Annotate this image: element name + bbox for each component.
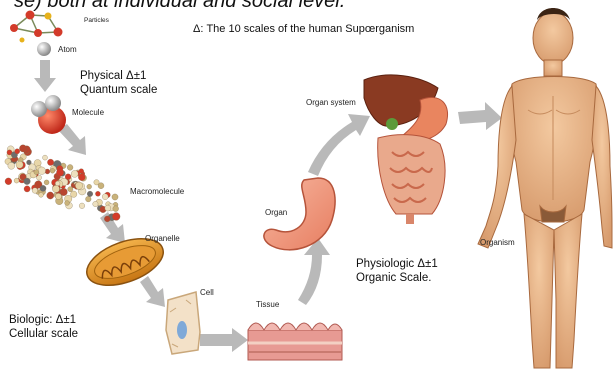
macromolecule-bead bbox=[65, 174, 71, 180]
molecule-illustration bbox=[31, 95, 66, 134]
label-cell: Cell bbox=[200, 288, 214, 297]
label-organ-system: Organ system bbox=[306, 98, 356, 107]
particles-network bbox=[10, 11, 63, 43]
note-physiologic: Physiologic Δ±1 Organic Scale. bbox=[356, 257, 438, 285]
macromolecule-bead bbox=[87, 184, 92, 189]
macromolecule-bead bbox=[67, 165, 73, 171]
arrow-atom-molecule bbox=[34, 60, 56, 92]
macromolecule-bead bbox=[56, 169, 63, 176]
macromolecule-bead bbox=[102, 194, 108, 200]
macromolecule-bead bbox=[32, 188, 38, 194]
macromolecule-bead bbox=[44, 180, 49, 185]
macromolecule-bead bbox=[15, 149, 20, 154]
macromolecule-bead bbox=[60, 188, 67, 195]
macromolecule-bead bbox=[19, 145, 26, 152]
tissue-illustration bbox=[248, 323, 342, 360]
macromolecule-bead bbox=[50, 168, 55, 173]
macromolecule-bead bbox=[104, 216, 110, 222]
label-macromolecule: Macromolecule bbox=[130, 187, 184, 196]
macromolecule-illustration bbox=[5, 145, 120, 222]
macromolecule-bead bbox=[55, 193, 61, 199]
macromolecule-bead bbox=[40, 185, 46, 191]
label-atom: Atom bbox=[58, 45, 77, 54]
macromolecule-bead bbox=[113, 206, 119, 212]
macromolecule-bead bbox=[5, 178, 12, 185]
label-organ: Organ bbox=[265, 208, 287, 217]
note-biologic-line1: Biologic: Δ±1 bbox=[9, 313, 78, 327]
macromolecule-bead bbox=[112, 213, 120, 221]
arrow-system-organism bbox=[458, 102, 502, 130]
note-physical: Physical Δ±1 Quantum scale bbox=[80, 69, 157, 97]
macromolecule-bead bbox=[65, 201, 70, 206]
macromolecule-bead bbox=[52, 185, 59, 192]
macromolecule-bead bbox=[14, 178, 19, 183]
arrow-organelle-cell bbox=[140, 276, 165, 307]
macromolecule-bead bbox=[27, 160, 32, 165]
label-molecule: Molecule bbox=[72, 108, 104, 117]
label-organelle: Organelle bbox=[145, 234, 180, 243]
macromolecule-bead bbox=[86, 196, 92, 202]
note-biologic-line2: Cellular scale bbox=[9, 327, 78, 341]
organ-system-illustration bbox=[364, 75, 448, 224]
macromolecule-bead bbox=[75, 182, 82, 189]
organism-figure bbox=[478, 8, 612, 368]
arrow-organ-system bbox=[308, 114, 370, 176]
macromolecule-bead bbox=[105, 205, 111, 211]
macromolecule-bead bbox=[68, 187, 73, 192]
label-particles: Particles bbox=[84, 17, 109, 24]
arrow-cell-tissue bbox=[200, 328, 248, 352]
macromolecule-bead bbox=[93, 201, 98, 206]
macromolecule-bead bbox=[98, 183, 104, 189]
note-biologic: Biologic: Δ±1 Cellular scale bbox=[9, 313, 78, 341]
macromolecule-bead bbox=[47, 192, 54, 199]
macromolecule-bead bbox=[79, 203, 85, 209]
macromolecule-bead bbox=[71, 170, 78, 177]
note-physiologic-line1: Physiologic Δ±1 bbox=[356, 257, 438, 271]
macromolecule-bead bbox=[24, 186, 30, 192]
note-physical-line2: Quantum scale bbox=[80, 83, 157, 97]
macromolecule-bead bbox=[71, 191, 77, 197]
macromolecule-bead bbox=[79, 169, 84, 174]
macromolecule-bead bbox=[24, 178, 31, 185]
label-tissue: Tissue bbox=[256, 300, 279, 309]
macromolecule-bead bbox=[34, 170, 39, 175]
macromolecule-bead bbox=[87, 191, 93, 197]
macromolecule-bead bbox=[16, 161, 23, 168]
macromolecule-bead bbox=[8, 162, 15, 169]
macromolecule-bead bbox=[39, 193, 44, 198]
macromolecule-bead bbox=[47, 159, 53, 165]
label-organism: Organism bbox=[480, 238, 515, 247]
atom-sphere bbox=[37, 42, 51, 56]
macromolecule-bead bbox=[43, 155, 48, 160]
cell-illustration bbox=[166, 292, 200, 354]
macromolecule-bead bbox=[95, 191, 100, 196]
macromolecule-bead bbox=[112, 194, 118, 200]
note-physical-line1: Physical Δ±1 bbox=[80, 69, 157, 83]
macromolecule-bead bbox=[38, 167, 46, 175]
note-physiologic-line2: Organic Scale. bbox=[356, 271, 438, 285]
